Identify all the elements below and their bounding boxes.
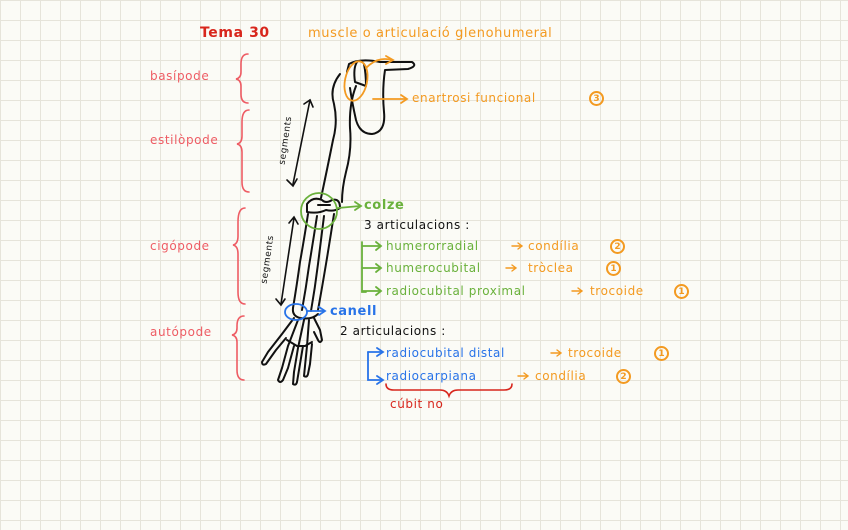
joint-humerocubital-type: tròclea (528, 262, 574, 274)
joint-radiocubital-proximal-type: trocoide (590, 285, 644, 297)
joint-radiocarpiana-name: radiocarpiana (386, 370, 477, 382)
joint-radiocubital-distal-type: trocoide (568, 347, 622, 359)
region-autopode: autópode (150, 326, 212, 338)
joint-radiocubital-distal-name: radiocubital distal (386, 347, 505, 359)
region-estilopode: estilòpode (150, 134, 218, 146)
joint-radiocarpiana-type: condília (535, 370, 586, 382)
wrist-note: cúbit no (390, 398, 443, 410)
page-subtitle: muscle o articulació glenohumeral (308, 27, 552, 40)
joint-humerocubital-name: humerocubital (386, 262, 481, 274)
joint-humerorradial-name: humerorradial (386, 240, 479, 252)
elbow-label: colze (364, 199, 404, 212)
joint-humerocubital-number: 1 (606, 261, 621, 276)
region-braces (232, 54, 249, 380)
wrist-label: canell (330, 305, 377, 318)
shoulder-number: 3 (589, 91, 604, 106)
joint-radiocubital-proximal-number: 1 (674, 284, 689, 299)
cubit-brace (386, 384, 512, 396)
wrist-count-label: 2 articulacions : (340, 325, 446, 337)
joint-radiocarpiana-number: 2 (616, 369, 631, 384)
joint-humerorradial-type: condília (528, 240, 579, 252)
region-cigopode: cigópode (150, 240, 210, 252)
joint-radiocubital-proximal-name: radiocubital proximal (386, 285, 526, 297)
joint-humerorradial-number: 2 (610, 239, 625, 254)
shoulder-label: enartrosi funcional (412, 92, 536, 104)
region-basipode: basípode (150, 70, 209, 82)
brace-basipode (236, 54, 248, 103)
joint-radiocubital-distal-number: 1 (654, 346, 669, 361)
elbow-count-label: 3 articulacions : (364, 219, 470, 231)
page-title: Tema 30 (200, 26, 270, 40)
elbow-bracket (362, 242, 366, 292)
